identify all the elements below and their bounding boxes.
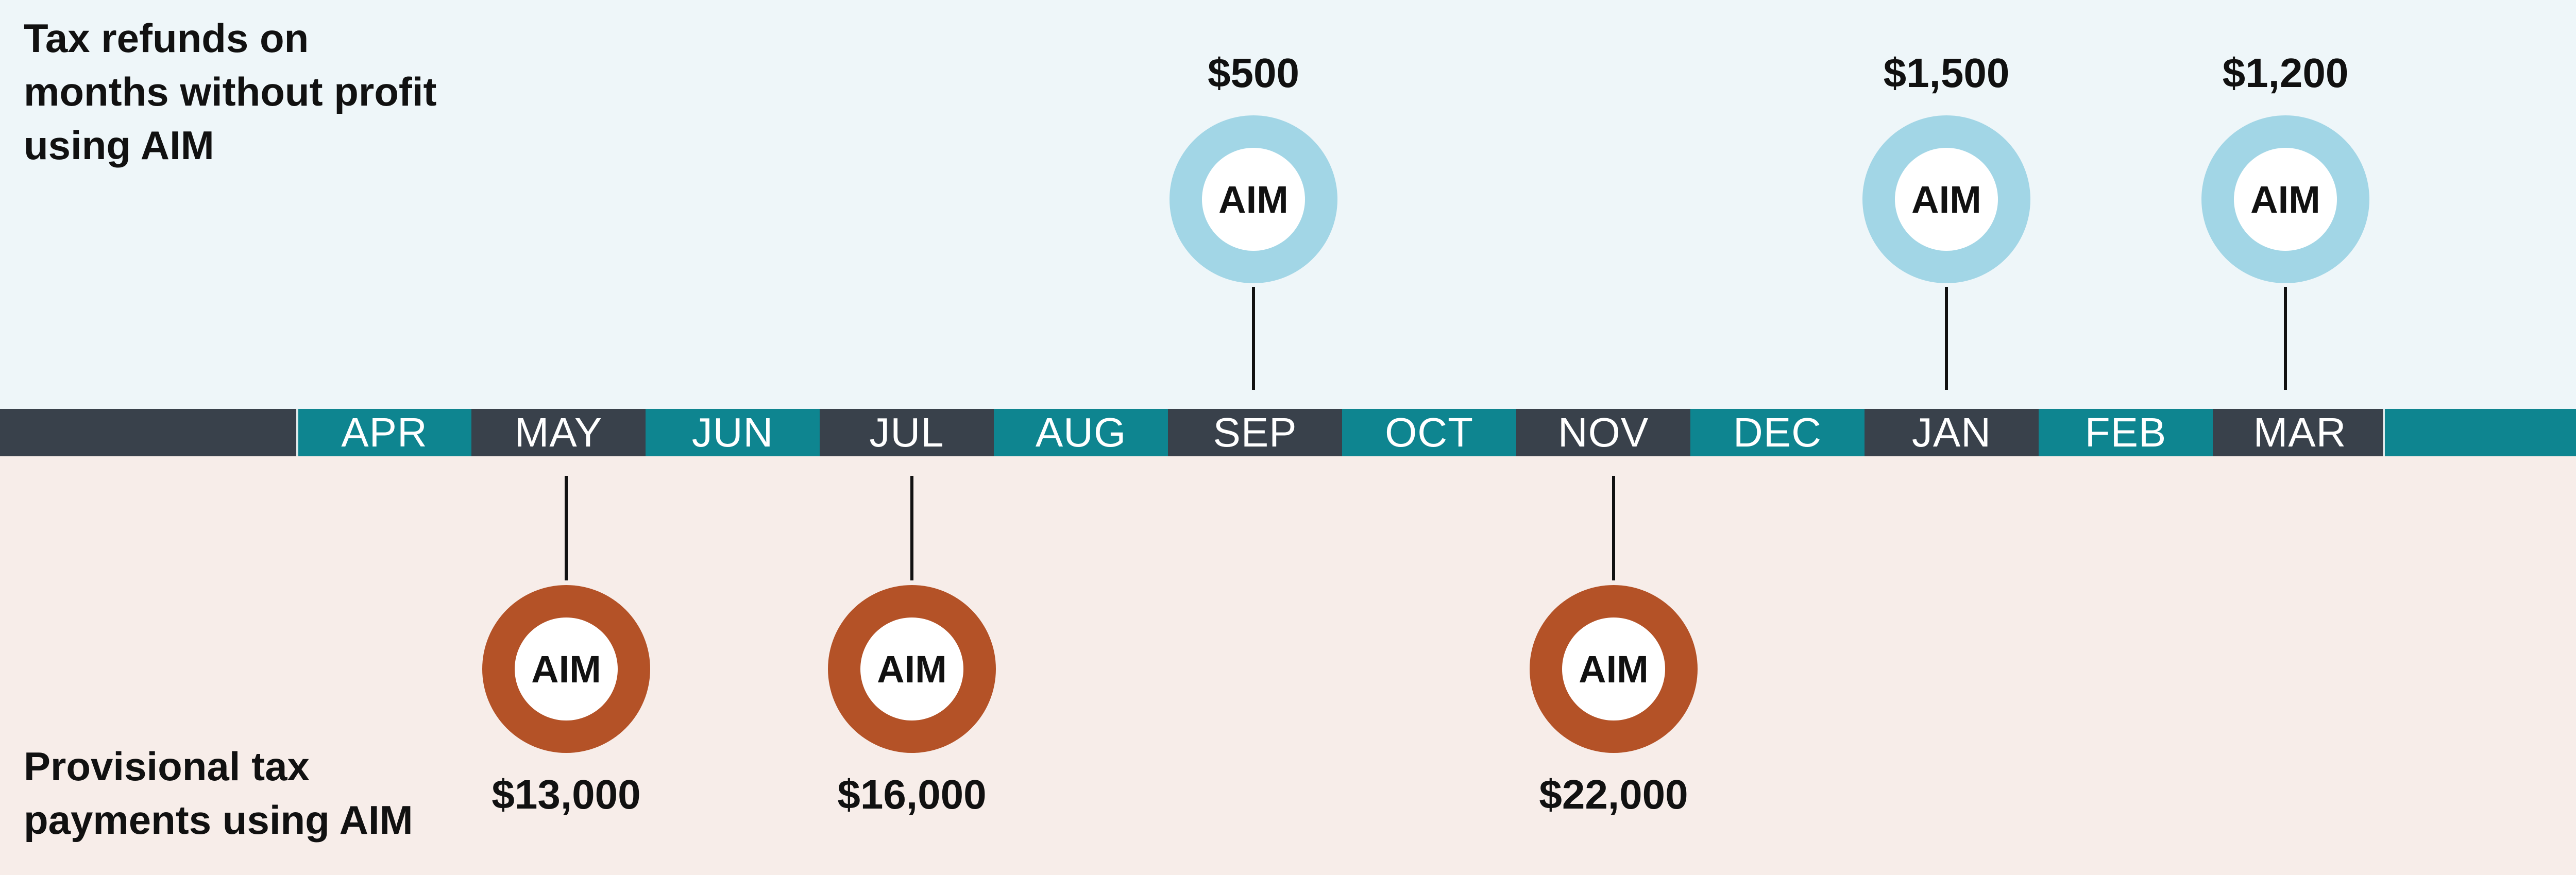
payment-marker-may: AIM bbox=[482, 585, 650, 753]
refund-amount-sep: $500 bbox=[1208, 50, 1299, 96]
payments-panel bbox=[0, 456, 2576, 875]
month-jul: JUL bbox=[820, 409, 994, 456]
payment-marker-nov: AIM bbox=[1530, 585, 1698, 753]
payment-amount-nov: $22,000 bbox=[1539, 771, 1688, 817]
month-dec: DEC bbox=[1690, 409, 1865, 456]
payments-title: Provisional tax payments using AIM bbox=[24, 740, 487, 847]
refunds-title-line-3: using AIM bbox=[24, 123, 214, 168]
payments-title-line-1: Provisional tax bbox=[24, 744, 310, 789]
month-apr: APR bbox=[297, 409, 471, 456]
refunds-title-line-2: months without profit bbox=[24, 69, 437, 114]
refunds-title-line-1: Tax refunds on bbox=[24, 15, 309, 61]
timeline-lead bbox=[0, 409, 297, 456]
aim-badge: AIM bbox=[860, 617, 963, 720]
payment-connector-jul bbox=[910, 476, 913, 580]
payments-title-line-2: payments using AIM bbox=[24, 797, 413, 843]
aim-badge: AIM bbox=[515, 617, 618, 720]
refund-connector-mar bbox=[2284, 287, 2287, 390]
month-aug: AUG bbox=[994, 409, 1168, 456]
timeline-divider bbox=[2383, 409, 2385, 456]
refund-amount-jan: $1,500 bbox=[1883, 50, 2010, 96]
month-timeline: APR MAY JUN JUL AUG SEP OCT NOV DEC JAN … bbox=[0, 409, 2576, 456]
payment-amount-jul: $16,000 bbox=[837, 771, 987, 817]
refund-marker-sep: AIM bbox=[1170, 115, 1337, 283]
month-jun: JUN bbox=[646, 409, 820, 456]
refund-connector-sep bbox=[1252, 287, 1255, 390]
timeline-divider bbox=[296, 409, 298, 456]
month-may: MAY bbox=[471, 409, 646, 456]
aim-badge: AIM bbox=[2234, 148, 2337, 251]
payment-marker-jul: AIM bbox=[828, 585, 996, 753]
month-nov: NOV bbox=[1516, 409, 1690, 456]
refunds-title: Tax refunds on months without profit usi… bbox=[24, 11, 487, 172]
month-oct: OCT bbox=[1342, 409, 1516, 456]
payment-connector-nov bbox=[1612, 476, 1615, 580]
month-sep: SEP bbox=[1168, 409, 1342, 456]
month-feb: FEB bbox=[2039, 409, 2213, 456]
refund-amount-mar: $1,200 bbox=[2222, 50, 2349, 96]
aim-badge: AIM bbox=[1895, 148, 1998, 251]
refund-marker-jan: AIM bbox=[1862, 115, 2030, 283]
month-mar: MAR bbox=[2213, 409, 2387, 456]
refund-marker-mar: AIM bbox=[2201, 115, 2369, 283]
month-jan: JAN bbox=[1865, 409, 2039, 456]
aim-badge: AIM bbox=[1202, 148, 1305, 251]
aim-badge: AIM bbox=[1562, 617, 1665, 720]
timeline-tail bbox=[2384, 409, 2576, 456]
payment-amount-may: $13,000 bbox=[492, 771, 641, 817]
payment-connector-may bbox=[565, 476, 568, 580]
refund-connector-jan bbox=[1945, 287, 1948, 390]
